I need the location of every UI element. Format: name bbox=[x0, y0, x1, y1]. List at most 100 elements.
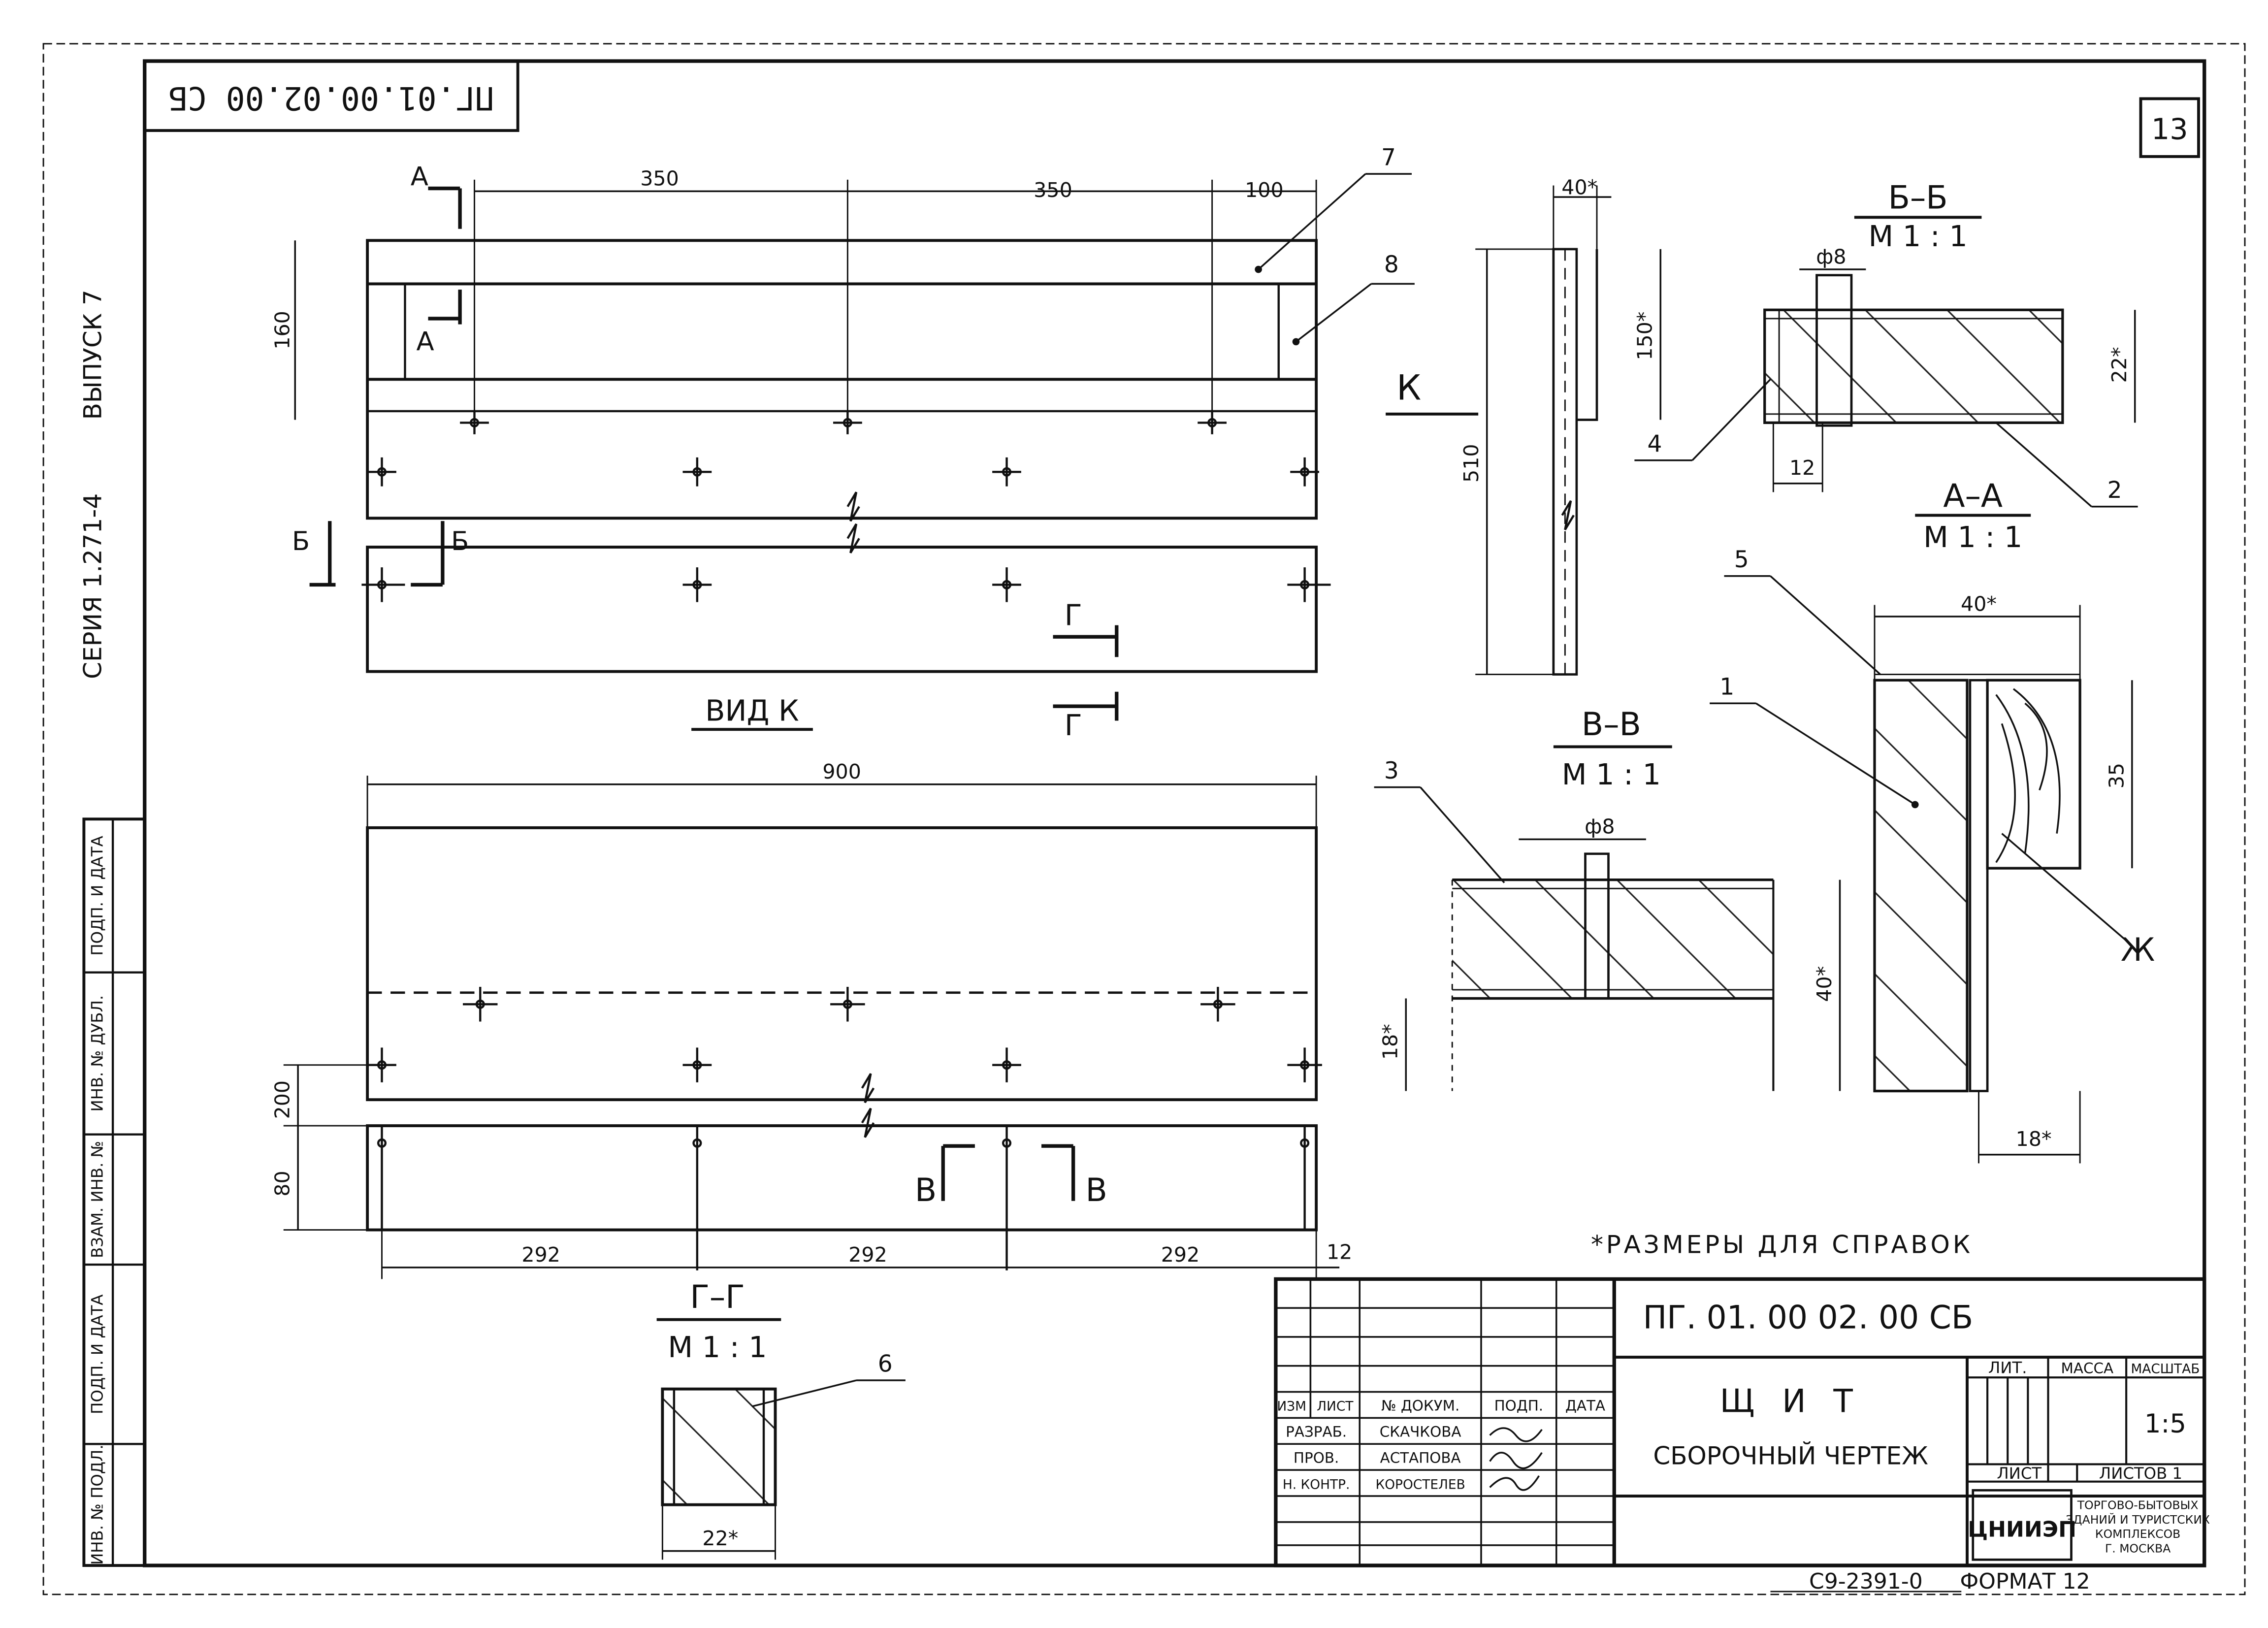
stamp-replace-inv: ВЗАМ. ИНВ. № bbox=[88, 1141, 107, 1258]
dim-12: 12 bbox=[1327, 1240, 1352, 1264]
section-bb-title: Б–Б bbox=[1888, 180, 1948, 217]
section-a-mark-bottom: А bbox=[417, 327, 434, 357]
leader-6: 6 bbox=[878, 1350, 893, 1377]
section-gg-dim-22: 22* bbox=[702, 1527, 738, 1550]
tb-header-date: ДАТА bbox=[1565, 1398, 1605, 1414]
page-number: 13 bbox=[2151, 112, 2188, 146]
reference-note: *РАЗМЕРЫ ДЛЯ СПРАВОК bbox=[1591, 1231, 1973, 1259]
section-b-mark-right: Б bbox=[451, 526, 469, 556]
dim-160: 160 bbox=[271, 311, 294, 349]
tb-sheet-label: ЛИСТ bbox=[1997, 1464, 2041, 1483]
tb-sheets-label: ЛИСТОВ 1 bbox=[2099, 1464, 2182, 1483]
left-stamp: ИНВ. № ПОДЛ. ПОДП. И ДАТА ВЗАМ. ИНВ. № И… bbox=[82, 817, 146, 1567]
title-block: ИЗМ ЛИСТ № ДОКУМ. ПОДП. ДАТА РАЗРАБ. СКА… bbox=[1274, 1277, 2210, 1567]
top-view-lower-strip: Б Б Г Г ВИД К bbox=[292, 521, 1331, 742]
section-vv-dim-f8: ф8 bbox=[1585, 815, 1615, 839]
tb-name-razrab: СКАЧКОВА bbox=[1380, 1424, 1461, 1440]
hole-marks-top bbox=[367, 411, 1319, 487]
dim-350-a: 350 bbox=[640, 167, 679, 191]
tb-org-line-3: КОМПЛЕКСОВ bbox=[2095, 1527, 2180, 1541]
section-bb-dim-22: 22* bbox=[2107, 347, 2131, 383]
dim-100: 100 bbox=[1245, 178, 1283, 202]
leader-zh: Ж bbox=[2121, 932, 2155, 969]
section-vv-dim-40: 40* bbox=[1813, 966, 1836, 1002]
section-aa-title: А–А bbox=[1943, 478, 2003, 515]
top-view: 350 350 100 160 А А 7 8 bbox=[271, 144, 1415, 522]
leader-5: 5 bbox=[1734, 546, 1749, 573]
tb-scale-label: МАСШТАБ bbox=[2131, 1361, 2200, 1376]
side-dim-40: 40* bbox=[1561, 175, 1597, 199]
stamp-sign-date-1: ПОДП. И ДАТА bbox=[88, 1294, 107, 1414]
section-vv-title: В–В bbox=[1582, 706, 1641, 743]
section-bb-scale: М 1 : 1 bbox=[1868, 219, 1967, 253]
page-number-box: 13 bbox=[2139, 97, 2200, 158]
issue-text: ВЫПУСК 7 bbox=[79, 290, 107, 420]
section-vv-scale: М 1 : 1 bbox=[1562, 757, 1661, 791]
section-aa-dim-35: 35 bbox=[2105, 763, 2128, 788]
section-bb-dim-f8: ф8 bbox=[1816, 245, 1846, 268]
dim-292-b: 292 bbox=[848, 1243, 887, 1267]
tb-role-prov: ПРОВ. bbox=[1294, 1449, 1339, 1466]
leader-2: 2 bbox=[2107, 477, 2122, 504]
section-a-mark-top: А bbox=[411, 162, 428, 192]
dim-292-a: 292 bbox=[521, 1243, 560, 1267]
leader-1: 1 bbox=[1719, 674, 1734, 701]
wood-grain bbox=[1995, 688, 2061, 863]
dim-292-c: 292 bbox=[1161, 1243, 1199, 1267]
tb-code: ПГ. 01. 00 02. 00 СБ bbox=[1643, 1299, 1974, 1336]
section-v-mark-left: В bbox=[915, 1172, 937, 1209]
section-aa-dim-18: 18* bbox=[2016, 1127, 2052, 1151]
tb-name-nkontr: КОРОСТЕЛЕВ bbox=[1375, 1477, 1465, 1492]
leader-8: 8 bbox=[1384, 251, 1399, 278]
tb-org-logo: ЦНИИЭП bbox=[1968, 1517, 2076, 1542]
tb-scale-value: 1:5 bbox=[2144, 1409, 2186, 1439]
section-b-mark-left: Б bbox=[292, 526, 310, 556]
section-aa-dim-40: 40* bbox=[1961, 592, 1997, 616]
side-dim-510: 510 bbox=[1459, 444, 1483, 482]
section-bb: Б–Б М 1 : 1 ф8 22* 12 4 2 bbox=[1634, 180, 2138, 508]
section-g-mark-bottom: Г bbox=[1065, 708, 1082, 742]
dim-350-b: 350 bbox=[1034, 178, 1072, 202]
tb-org-line-4: Г. МОСКВА bbox=[2105, 1542, 2171, 1556]
section-aa: А–А М 1 : 1 40* 35 18* 5 1 Ж bbox=[1710, 478, 2155, 1164]
series-text: СЕРИЯ 1.271-4 bbox=[79, 493, 107, 679]
bottom-code: С9-2391-0 bbox=[1809, 1569, 1923, 1594]
leader-3: 3 bbox=[1384, 757, 1399, 784]
section-aa-scale: М 1 : 1 bbox=[1923, 520, 2022, 554]
k-arrow-label: К bbox=[1396, 367, 1421, 408]
dim-200: 200 bbox=[271, 1080, 294, 1119]
tb-lit-label: ЛИТ. bbox=[1988, 1358, 2027, 1377]
section-gg: Г–Г М 1 : 1 22* 6 bbox=[656, 1279, 906, 1560]
tb-header-doc: № ДОКУМ. bbox=[1381, 1398, 1459, 1414]
tb-name: Щ И Т bbox=[1720, 1383, 1862, 1420]
tb-name-prov: АСТАПОВА bbox=[1380, 1449, 1461, 1466]
stamp-inv-orig: ИНВ. № ПОДЛ. bbox=[88, 1444, 107, 1564]
tb-org-line-2: ЗДАНИЙ И ТУРИСТСКИХ bbox=[2066, 1513, 2210, 1527]
side-view: К 40* 150* 510 bbox=[1386, 175, 1662, 676]
tb-role-razrab: РАЗРАБ. bbox=[1286, 1424, 1347, 1440]
section-bb-dim-12: 12 bbox=[1789, 456, 1815, 480]
tb-mass-label: МАССА bbox=[2061, 1360, 2114, 1376]
signatures bbox=[1489, 1427, 1543, 1491]
tb-subtitle: СБОРОЧНЫЙ ЧЕРТЕЖ bbox=[1653, 1441, 1928, 1470]
tb-header-izm: ИЗМ bbox=[1277, 1399, 1306, 1414]
section-gg-title: Г–Г bbox=[690, 1279, 745, 1316]
top-code-text: ПГ.01.00.02.00 СБ bbox=[168, 79, 494, 116]
tb-org-line-1: ТОРГОВО-БЫТОВЫХ bbox=[2077, 1498, 2199, 1512]
side-dim-150: 150* bbox=[1633, 312, 1657, 360]
dim-900: 900 bbox=[822, 760, 861, 783]
section-v-mark-right: В bbox=[1085, 1172, 1107, 1209]
leader-7: 7 bbox=[1381, 144, 1396, 171]
format-text: ФОРМАТ 12 bbox=[1960, 1569, 2090, 1594]
stamp-inv-dup: ИНВ. № ДУБЛ. bbox=[88, 995, 107, 1112]
view-k-label: ВИД К bbox=[705, 694, 799, 728]
org-logo bbox=[1972, 1489, 2073, 1561]
tb-header-list: ЛИСТ bbox=[1317, 1399, 1354, 1414]
section-vv: В–В М 1 : 1 ф8 40* 18* 3 bbox=[1374, 706, 1841, 1091]
sheet-frame bbox=[42, 43, 2246, 1595]
section-gg-scale: М 1 : 1 bbox=[668, 1330, 767, 1364]
top-code-box: ПГ.01.00.02.00 СБ bbox=[143, 60, 519, 132]
tb-header-sign: ПОДП. bbox=[1494, 1398, 1544, 1414]
section-g-mark-top: Г bbox=[1065, 598, 1082, 632]
